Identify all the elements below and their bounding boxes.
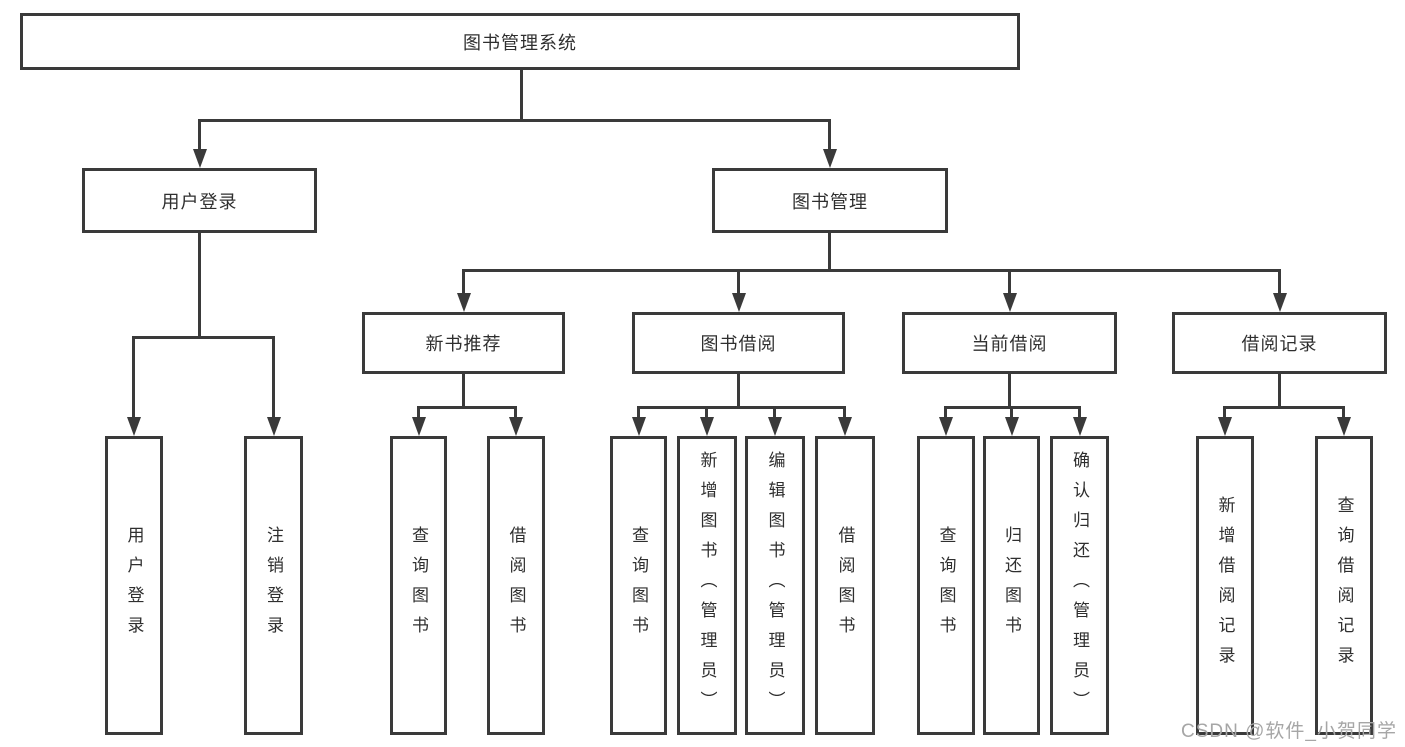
arrowhead-down-icon xyxy=(266,417,281,436)
arrowhead-down-icon xyxy=(631,417,646,436)
leaf-label: 新增借阅记录 xyxy=(1215,495,1235,676)
connector-line xyxy=(198,233,201,339)
connector-line xyxy=(462,269,465,296)
connector-line xyxy=(514,406,517,420)
node-label: 借阅记录 xyxy=(1241,334,1318,354)
node-library-management-system: 图书管理系统 xyxy=(20,13,1020,70)
node-borrow-records: 借阅记录 xyxy=(1172,312,1387,374)
connector-line xyxy=(637,406,640,420)
node-new-book-recommend: 新书推荐 xyxy=(362,312,565,374)
arrowhead-down-icon xyxy=(192,149,207,168)
arrowhead-down-icon xyxy=(411,417,426,436)
leaf-label: 查询图书 xyxy=(629,525,648,646)
leaf-borrow-edit-books-admin: 编辑图书（管理员） xyxy=(745,436,805,735)
connector-line xyxy=(1078,406,1081,420)
leaf-label: 注销登录 xyxy=(264,525,283,646)
leaf-label: 新增图书（管理员） xyxy=(697,450,717,721)
arrowhead-down-icon xyxy=(1337,417,1351,436)
arrowhead-down-icon xyxy=(823,149,837,168)
node-current-borrow: 当前借阅 xyxy=(902,312,1117,374)
leaf-current-return-books: 归还图书 xyxy=(983,436,1040,735)
leaf-label: 查询图书 xyxy=(936,525,956,646)
leaf-current-query-books: 查询图书 xyxy=(917,436,975,735)
leaf-label: 借阅图书 xyxy=(835,525,855,646)
connector-line xyxy=(843,406,846,420)
node-book-borrow: 图书借阅 xyxy=(632,312,845,374)
leaf-label: 借阅图书 xyxy=(506,525,526,646)
connector-line xyxy=(828,233,831,272)
connector-line xyxy=(828,119,831,152)
connector-line xyxy=(1278,269,1281,296)
connector-line xyxy=(198,119,831,122)
arrowhead-down-icon xyxy=(127,417,141,436)
connector-line xyxy=(132,336,135,420)
arrowhead-down-icon xyxy=(731,293,746,312)
node-label: 图书管理 xyxy=(792,191,868,212)
leaf-borrow-borrow-books: 借阅图书 xyxy=(815,436,875,735)
connector-line xyxy=(637,406,845,409)
arrowhead-down-icon xyxy=(509,417,523,436)
arrowhead-down-icon xyxy=(939,417,953,436)
arrowhead-down-icon xyxy=(1004,417,1019,436)
connector-line xyxy=(462,374,465,409)
connector-line xyxy=(705,406,708,420)
arrowhead-down-icon xyxy=(1072,417,1087,436)
leaf-recommend-borrow-books: 借阅图书 xyxy=(487,436,545,735)
arrowhead-down-icon xyxy=(700,417,714,436)
connector-line xyxy=(462,269,1281,272)
leaf-label: 用户登录 xyxy=(124,525,144,646)
connector-line xyxy=(737,269,740,296)
leaf-user-logout: 注销登录 xyxy=(244,436,303,735)
connector-line xyxy=(198,119,201,152)
connector-line xyxy=(1223,406,1345,409)
connector-line xyxy=(1010,406,1013,420)
node-label: 用户登录 xyxy=(161,191,238,212)
connector-line xyxy=(773,406,776,420)
leaf-borrow-add-books-admin: 新增图书（管理员） xyxy=(677,436,737,735)
connector-line xyxy=(417,406,516,409)
arrowhead-down-icon xyxy=(1002,293,1017,312)
connector-line xyxy=(944,406,947,420)
connector-line xyxy=(1342,406,1345,420)
arrowhead-down-icon xyxy=(768,417,782,436)
arrowhead-down-icon xyxy=(456,293,471,312)
leaf-user-login: 用户登录 xyxy=(105,436,163,735)
connector-line xyxy=(1223,406,1226,420)
leaf-records-query-record: 查询借阅记录 xyxy=(1315,436,1373,735)
node-book-management: 图书管理 xyxy=(712,168,948,233)
node-user-login: 用户登录 xyxy=(82,168,317,233)
connector-line xyxy=(520,70,523,121)
connector-line xyxy=(737,374,740,409)
leaf-label: 查询借阅记录 xyxy=(1334,495,1354,676)
arrowhead-down-icon xyxy=(838,417,852,436)
node-label: 图书借阅 xyxy=(700,334,777,354)
csdn-watermark: CSDN @软件_小贺同学 xyxy=(1181,721,1397,742)
node-label: 图书管理系统 xyxy=(463,32,577,53)
arrowhead-down-icon xyxy=(1272,293,1287,312)
connector-line xyxy=(1008,269,1011,296)
leaf-borrow-query-books: 查询图书 xyxy=(610,436,667,735)
connector-line xyxy=(272,336,275,420)
connector-line xyxy=(132,336,275,339)
leaf-current-confirm-return-admin: 确认归还（管理员） xyxy=(1050,436,1109,735)
leaf-label: 查询图书 xyxy=(409,525,428,646)
node-label: 当前借阅 xyxy=(971,334,1048,354)
leaf-recommend-query-books: 查询图书 xyxy=(390,436,447,735)
leaf-label: 确认归还（管理员） xyxy=(1070,450,1089,721)
connector-line xyxy=(1008,374,1011,409)
node-label: 新书推荐 xyxy=(425,334,502,354)
arrowhead-down-icon xyxy=(1218,417,1232,436)
leaf-records-add-record: 新增借阅记录 xyxy=(1196,436,1254,735)
leaf-label: 归还图书 xyxy=(1002,525,1021,646)
leaf-label: 编辑图书（管理员） xyxy=(765,450,785,721)
connector-line xyxy=(1278,374,1281,409)
connector-line xyxy=(417,406,420,420)
